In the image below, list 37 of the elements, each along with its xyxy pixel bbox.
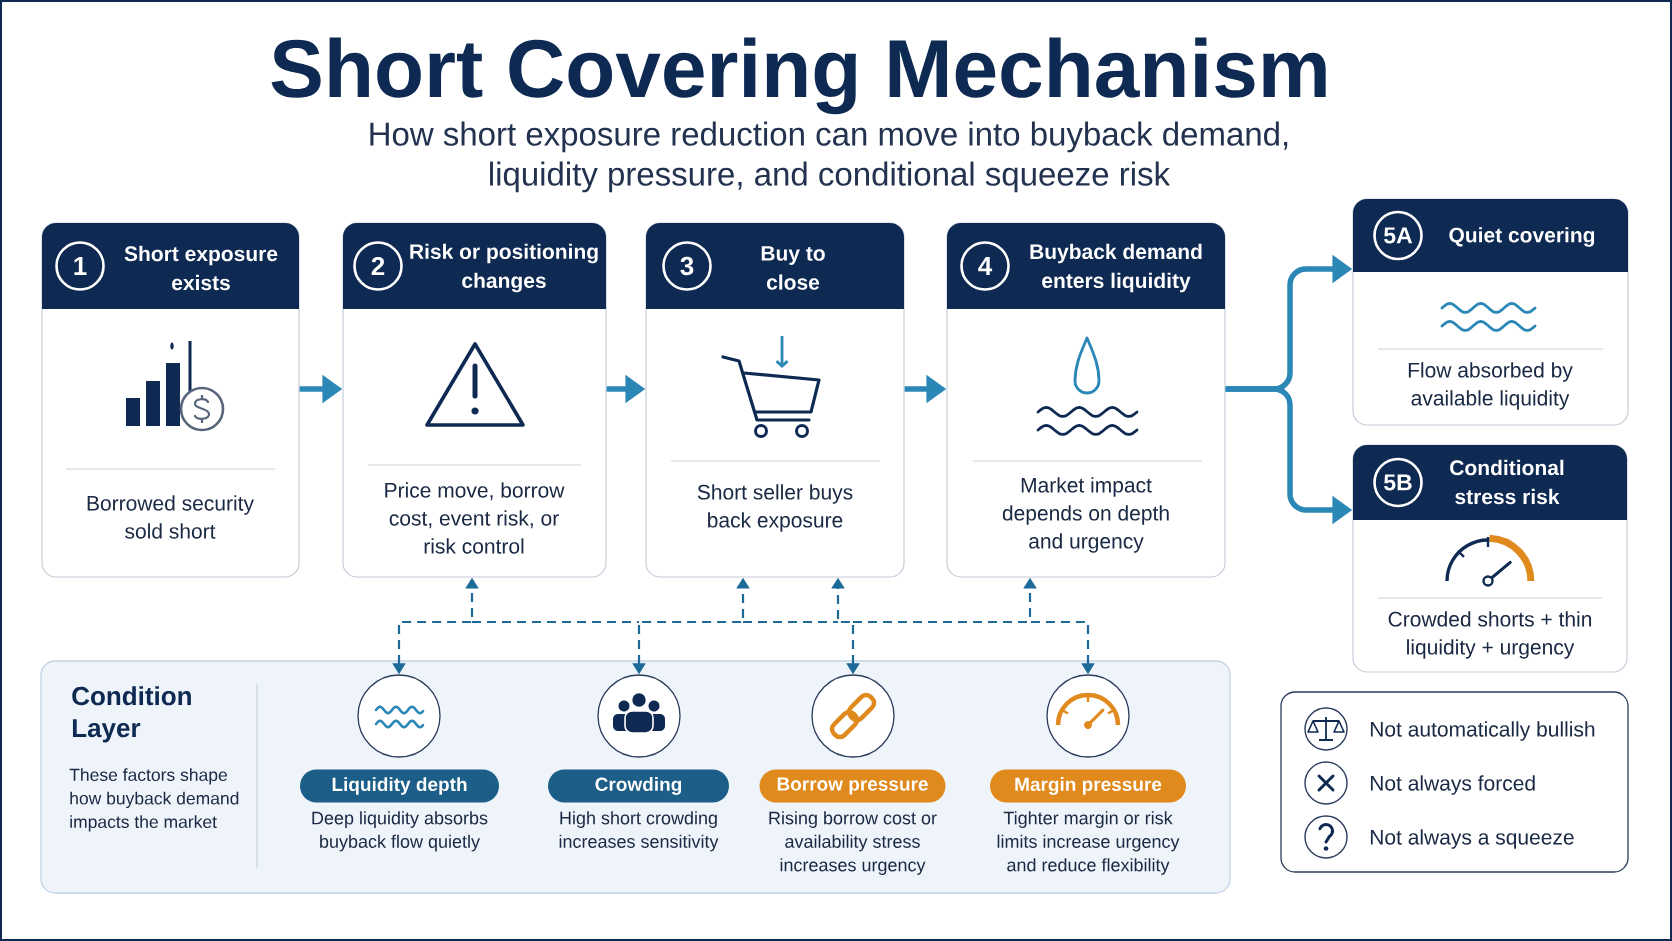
description-text: Tighter margin or risk limits increase urgency and reduce flexibility (997, 811, 1180, 875)
card-text: Price move, borrow cost, event risk, or risk control (385, 482, 565, 554)
note-text: Not automatically bullish (1370, 721, 1595, 741)
note-box (1280, 691, 1629, 873)
step-card (342, 222, 607, 578)
card-heading: Conditional stress risk (1450, 459, 1564, 505)
step-card (1352, 444, 1628, 673)
dashed-line (472, 620, 639, 624)
description-text: Rising borrow cost or availability stress increases urgency (769, 811, 937, 875)
description-text: Deep liquidity absorbs buyback flow quietly (312, 811, 488, 852)
card-heading: Short exposure exists (124, 245, 278, 291)
panel-heading: Condition Layer (72, 686, 191, 743)
card-heading: Risk or positioning changes (410, 243, 598, 293)
note-text: Not always a squeeze (1370, 829, 1574, 849)
card-text: Short seller buys back exposure (697, 484, 853, 532)
note-text: Not always forced (1370, 775, 1535, 795)
factor-pill: Liquidity depth (300, 769, 499, 803)
title: Short Covering Mechanism (271, 37, 1326, 115)
step-card (645, 222, 905, 578)
panel-text: These factors shape how buyback demand impacts the market (69, 768, 239, 832)
card-heading: Buyback demand enters liquidity (1030, 243, 1202, 293)
step-card (41, 222, 300, 578)
card-heading: Buy to close (761, 246, 825, 290)
card-text: Market impact depends on depth and urgency (1002, 477, 1169, 553)
factor-pill: Crowding (548, 769, 729, 803)
dashed-line (853, 620, 1030, 624)
step-card (946, 222, 1226, 578)
card-heading: Quiet covering (1449, 227, 1595, 247)
description-text: High short crowding increases sensitivity (559, 811, 719, 852)
card-text: Borrowed security sold short (87, 495, 254, 539)
factor-pill: Borrow pressure (759, 769, 946, 803)
step-card (1352, 198, 1629, 426)
card-text: Flow absorbed by available liquidity (1408, 362, 1573, 410)
factor-pill: Margin pressure (990, 769, 1186, 803)
subtitle: How short exposure reduction can move into buyback demand, liquidity pressure, and conditional squeeze risk (370, 121, 1288, 193)
card-text: Crowded shorts + thin liquidity + urgency (1388, 611, 1592, 659)
dashed-line (743, 620, 838, 624)
